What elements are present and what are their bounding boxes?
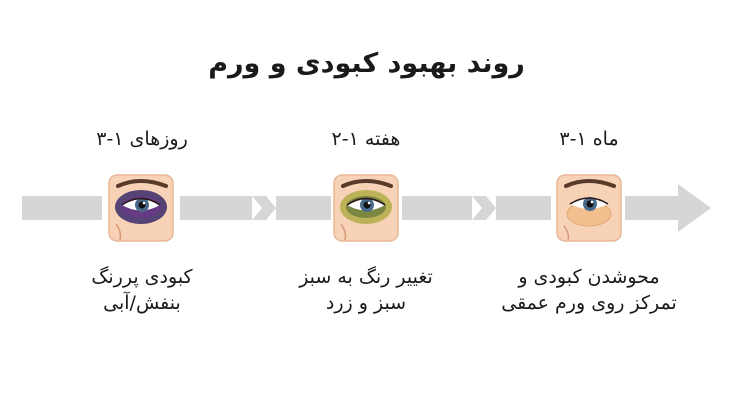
arrow-shaft-segment bbox=[402, 196, 472, 220]
stage-desc-months: محوشدن کبودی و تمرکز روی ورم عمقی bbox=[474, 264, 704, 316]
arrow-head bbox=[678, 184, 711, 232]
stage-label-weeks: هفته ۱-۲ bbox=[331, 128, 401, 150]
stage-desc-line1: کبودی پررنگ bbox=[91, 266, 193, 288]
stage-desc-line2: تمرکز روی ورم عمقی bbox=[501, 292, 677, 314]
timeline-arrow bbox=[22, 184, 711, 232]
arrow-shaft-segment bbox=[496, 196, 551, 220]
stage-label-days: روزهای ۱-۳ bbox=[96, 128, 188, 150]
stage-desc-line1: تغییر رنگ به سبز bbox=[299, 266, 433, 288]
swollen-eye-icon bbox=[556, 174, 622, 242]
bruised-eye-green-yellow-icon bbox=[333, 174, 399, 242]
bruised-eye-purple-icon bbox=[108, 174, 174, 242]
stage-desc-weeks: تغییر رنگ به سبز سبز و زرد bbox=[251, 264, 481, 316]
stage-desc-line1: محوشدن کبودی و bbox=[518, 266, 660, 288]
stage-desc-line2: بنفش/آبی bbox=[103, 292, 181, 314]
stage-desc-line2: سبز و زرد bbox=[325, 292, 407, 314]
diagram-title: روند بهبود کبودی و ورم bbox=[208, 48, 525, 79]
arrow-chevron bbox=[252, 196, 276, 220]
arrow-shaft-segment bbox=[180, 196, 252, 220]
arrow-shaft-segment bbox=[276, 196, 331, 220]
arrow-shaft-segment bbox=[625, 196, 678, 220]
stage-label-months: ماه ۱-۳ bbox=[559, 128, 619, 150]
stage-desc-days: کبودی پررنگ بنفش/آبی bbox=[27, 264, 257, 316]
arrow-shaft-segment bbox=[22, 196, 102, 220]
arrow-chevron bbox=[472, 196, 496, 220]
